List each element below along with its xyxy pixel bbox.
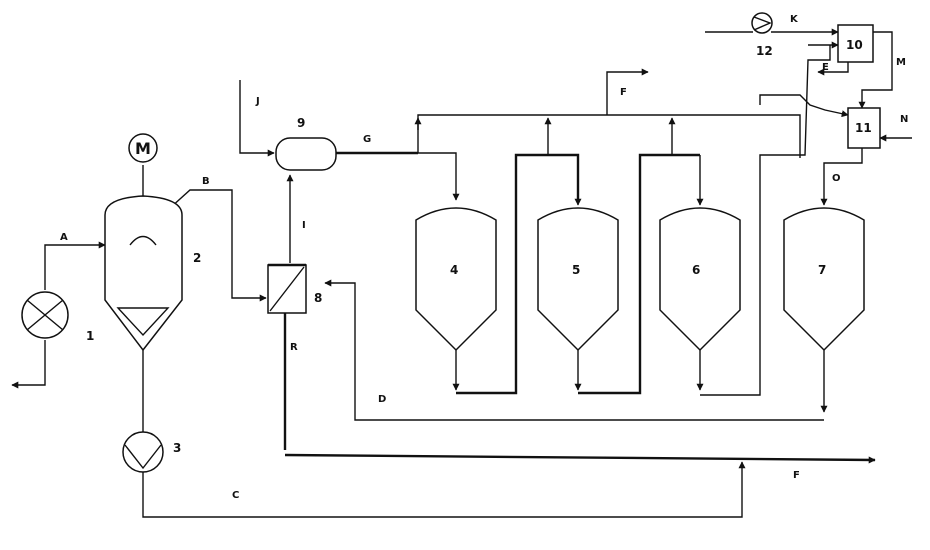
line-tank5-to-tank6 — [578, 153, 700, 395]
process-lines — [11, 28, 912, 518]
line-header-branch-to-11 — [759, 94, 849, 118]
line-stream-l — [817, 62, 849, 76]
compressor-12 — [751, 12, 773, 34]
label-tank-5: 5 — [572, 263, 580, 277]
label-unit-11: 11 — [855, 121, 872, 135]
label-tank-7: 7 — [818, 263, 826, 277]
unit-10 — [837, 24, 874, 63]
stream-label-r: R — [290, 342, 298, 353]
pump-3 — [122, 431, 164, 473]
label-compressor-12: 12 — [756, 44, 773, 58]
line-stream-j — [239, 80, 275, 157]
stream-label-o: O — [832, 173, 841, 184]
line-stream-b — [169, 189, 267, 302]
unit-11 — [847, 107, 881, 149]
stream-label-n: N — [900, 114, 908, 125]
line-stream-m — [858, 31, 893, 109]
label-tank-6: 6 — [692, 263, 700, 277]
line-stream-a — [44, 241, 106, 290]
label-tank-4: 4 — [450, 263, 458, 277]
label-membrane-8: 8 — [314, 291, 322, 305]
line-stream-c — [142, 461, 746, 518]
line-tank6-to-unit11 — [700, 45, 831, 396]
stream-label-c: C — [232, 490, 239, 501]
line-stream-o — [820, 148, 863, 206]
stream-label-j: J — [255, 96, 260, 107]
stream-label-f-vent: F — [620, 87, 627, 98]
stream-label-i: I — [302, 220, 306, 231]
vessel-9 — [275, 137, 337, 171]
reactor-2 — [104, 195, 183, 352]
label-pump-1: 1 — [86, 329, 94, 343]
line-feed-inlet — [11, 340, 46, 389]
line-top-header — [417, 114, 801, 158]
stream-label-k: K — [790, 14, 799, 25]
equipment-numbers: 1 2 3 4 5 6 7 8 9 10 11 12 — [86, 38, 872, 455]
pump-1 — [21, 291, 69, 339]
stream-label-m: M — [896, 57, 906, 68]
line-tank4-to-tank5 — [456, 153, 580, 395]
tank-5 — [537, 207, 619, 352]
stream-label-e: E — [822, 62, 829, 73]
label-pump-3: 3 — [173, 441, 181, 455]
tank-4 — [415, 207, 497, 352]
tank-7 — [783, 207, 865, 352]
line-stream-d-return — [324, 279, 824, 421]
label-unit-10: 10 — [846, 38, 863, 52]
stream-letters: A B C D E F F G I J K M N O R — [60, 14, 908, 501]
stream-label-b: B — [202, 176, 210, 187]
tank-6 — [659, 207, 741, 352]
label-vessel-9: 9 — [297, 116, 305, 130]
membrane-unit-8 — [267, 263, 307, 314]
stream-label-a: A — [60, 232, 68, 243]
stream-label-f-product: F — [793, 470, 800, 481]
motor-label: M — [135, 139, 151, 158]
line-stream-f-product — [284, 453, 876, 464]
line-stream-f-vent — [606, 68, 649, 115]
stream-label-d: D — [378, 394, 386, 405]
label-reactor-2: 2 — [193, 251, 201, 265]
line-g-to-tank-4 — [418, 152, 460, 201]
stream-label-g: G — [363, 134, 371, 145]
motor: M — [128, 133, 158, 163]
